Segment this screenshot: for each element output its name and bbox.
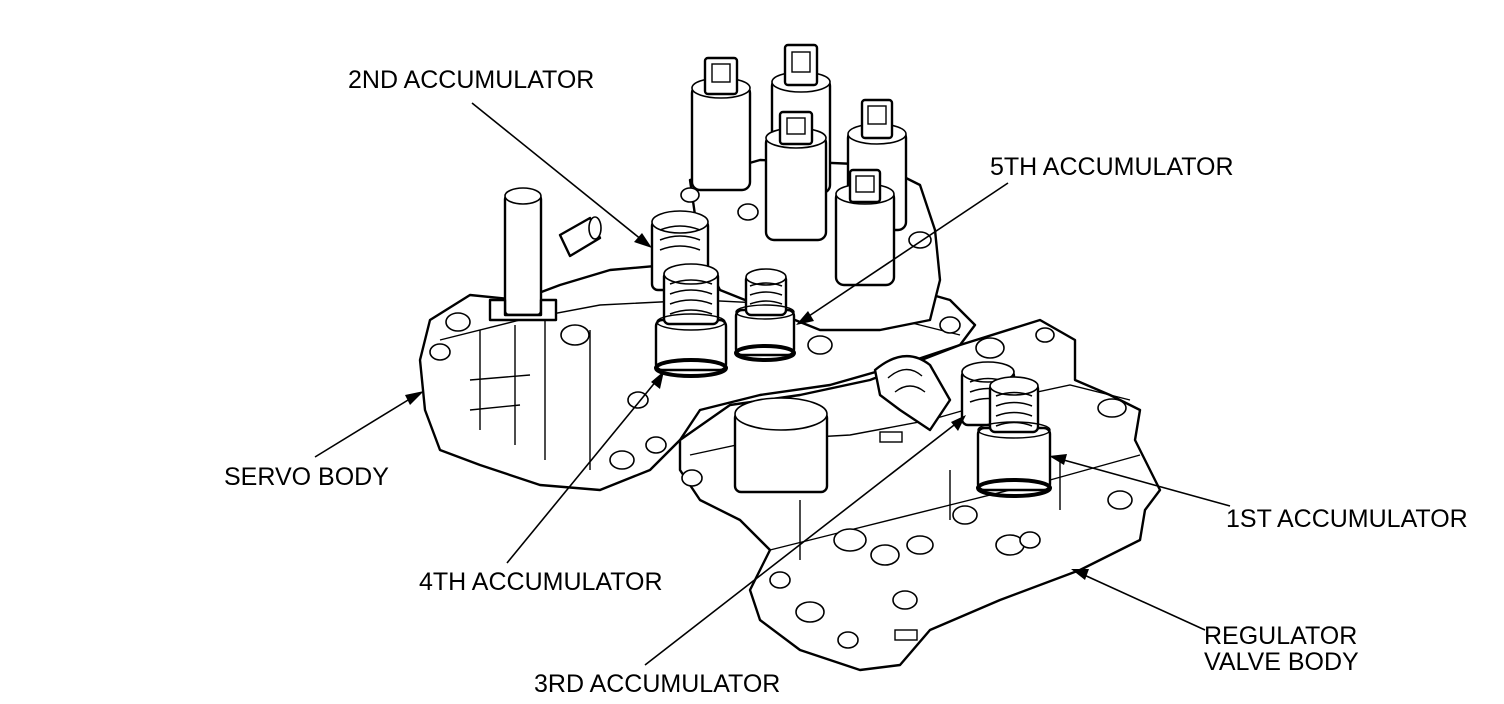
arrowhead-servo-body: [405, 391, 424, 405]
arrowhead-regulator-valve-body: [1071, 569, 1089, 580]
label-regulator-line1: REGULATOR: [1204, 622, 1357, 650]
label-2nd-accumulator: 2ND ACCUMULATOR: [348, 66, 594, 94]
label-servo-body: SERVO BODY: [224, 463, 389, 491]
leader-lines: [314, 102, 1231, 666]
leader-2nd-accumulator: [471, 102, 643, 241]
callout-labels: 2ND ACCUMULATOR 5TH ACCUMULATOR SERVO BO…: [224, 66, 1468, 698]
arrowhead-5th-accumulator: [796, 311, 814, 325]
accumulator-4th-part: [654, 263, 728, 378]
label-4th-accumulator: 4TH ACCUMULATOR: [419, 568, 663, 596]
arrowhead-2nd-accumulator: [634, 233, 652, 248]
label-3rd-accumulator: 3RD ACCUMULATOR: [534, 670, 780, 698]
leader-4th-accumulator: [506, 379, 658, 564]
arrowhead-3rd-accumulator: [951, 415, 966, 431]
label-5th-accumulator: 5TH ACCUMULATOR: [990, 153, 1234, 181]
regulator-valve-body-casting: [678, 318, 1162, 672]
leader-servo-body: [314, 396, 414, 458]
label-1st-accumulator: 1ST ACCUMULATOR: [1226, 505, 1468, 533]
accumulator-5th-part: [734, 268, 796, 362]
arrowhead-4th-accumulator: [651, 371, 664, 389]
accumulator-1st-part: [976, 376, 1052, 498]
leader-5th-accumulator: [805, 182, 1009, 319]
arrowhead-1st-accumulator: [1049, 454, 1067, 465]
leader-3rd-accumulator: [644, 421, 959, 666]
leader-regulator-valve-body: [1081, 573, 1206, 631]
leader-1st-accumulator: [1059, 458, 1231, 507]
solenoid-assembly: [680, 43, 942, 332]
label-regulator-line2: VALVE BODY: [1204, 648, 1359, 676]
